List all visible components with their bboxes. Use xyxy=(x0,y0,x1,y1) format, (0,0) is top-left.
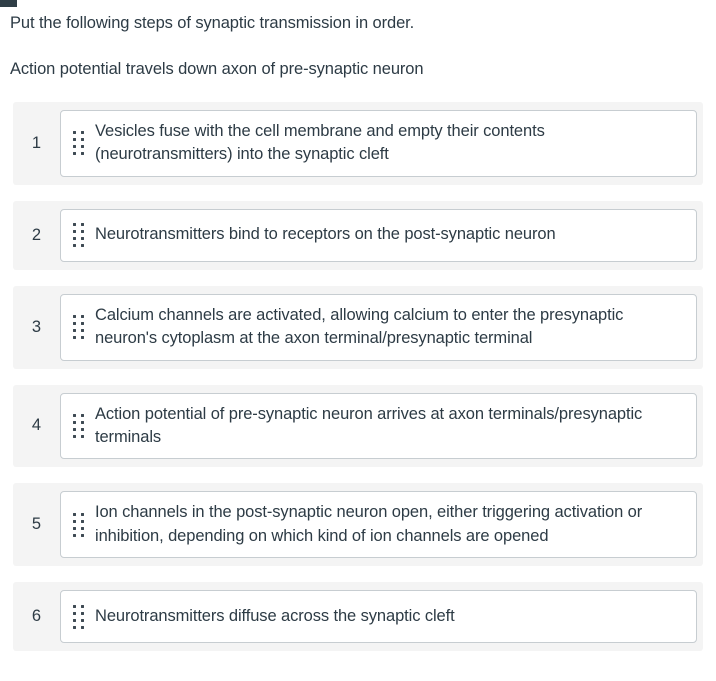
list-item[interactable]: 1 Vesicles fuse with the cell membrane a… xyxy=(13,101,703,185)
list-item[interactable]: 4 Action potential of pre-synaptic neuro… xyxy=(13,384,703,468)
order-number: 3 xyxy=(31,317,42,336)
order-number: 2 xyxy=(31,225,42,244)
order-number: 1 xyxy=(31,133,42,152)
order-item-label: Ion channels in the post-synaptic neuron… xyxy=(95,503,643,545)
question-context: Action potential travels down axon of pr… xyxy=(10,59,424,78)
drag-handle-icon[interactable] xyxy=(61,604,95,629)
order-number: 5 xyxy=(31,515,42,534)
order-item-label: Action potential of pre-synaptic neuron … xyxy=(95,404,643,446)
question-instruction: Put the following steps of synaptic tran… xyxy=(10,14,415,32)
list-item[interactable]: 2 Neurotransmitters bind to receptors on… xyxy=(13,200,703,270)
order-number: 4 xyxy=(31,416,42,435)
list-item[interactable]: 5 Ion channels in the post-synaptic neur… xyxy=(13,483,703,567)
order-item-label: Calcium channels are activated, allowing… xyxy=(95,305,624,348)
list-item[interactable]: 3 Calcium channels are activated, allowi… xyxy=(13,285,703,369)
list-item[interactable]: 6 Neurotransmitters diffuse across the s… xyxy=(13,582,703,652)
ordering-list: 1 Vesicles fuse with the cell membrane a… xyxy=(0,101,716,652)
drag-handle-icon[interactable] xyxy=(61,512,95,537)
order-number: 6 xyxy=(31,607,42,626)
drag-handle-icon[interactable] xyxy=(61,413,95,438)
order-item-label: Neurotransmitters bind to receptors on t… xyxy=(95,225,556,244)
corner-marker xyxy=(0,0,17,7)
order-card[interactable]: Calcium channels are activated, allowing… xyxy=(60,293,697,361)
order-card[interactable]: Vesicles fuse with the cell membrane and… xyxy=(60,109,697,177)
order-card[interactable]: Neurotransmitters diffuse across the syn… xyxy=(60,590,697,644)
drag-handle-icon[interactable] xyxy=(61,223,95,248)
order-card[interactable]: Action potential of pre-synaptic neuron … xyxy=(60,392,697,460)
order-card[interactable]: Neurotransmitters bind to receptors on t… xyxy=(60,208,697,262)
order-item-label: Neurotransmitters diffuse across the syn… xyxy=(95,607,455,625)
drag-handle-icon[interactable] xyxy=(61,315,95,340)
order-card[interactable]: Ion channels in the post-synaptic neuron… xyxy=(60,491,697,559)
drag-handle-icon[interactable] xyxy=(61,131,95,156)
prompt-block: Put the following steps of synaptic tran… xyxy=(0,0,716,82)
order-item-label: Vesicles fuse with the cell membrane and… xyxy=(95,121,545,164)
